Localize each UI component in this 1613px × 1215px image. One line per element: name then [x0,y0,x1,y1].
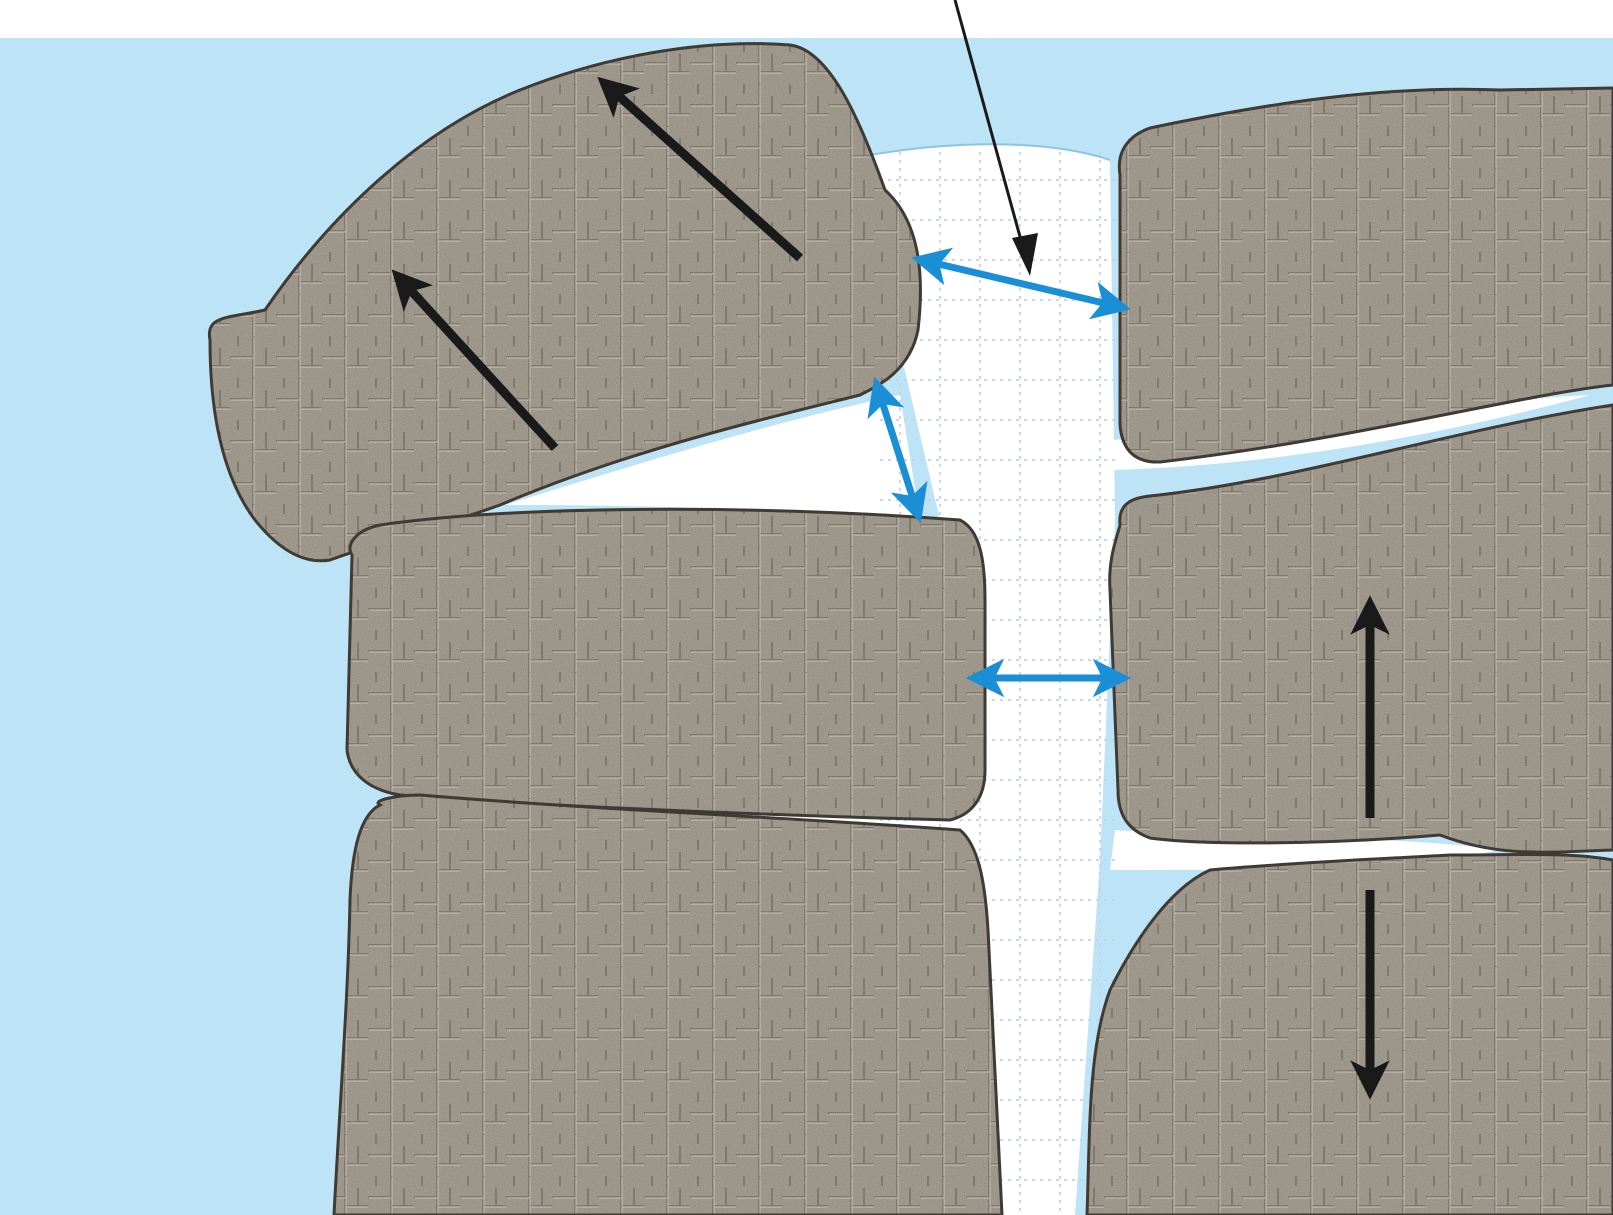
rock-joint-diagram [0,0,1613,1215]
